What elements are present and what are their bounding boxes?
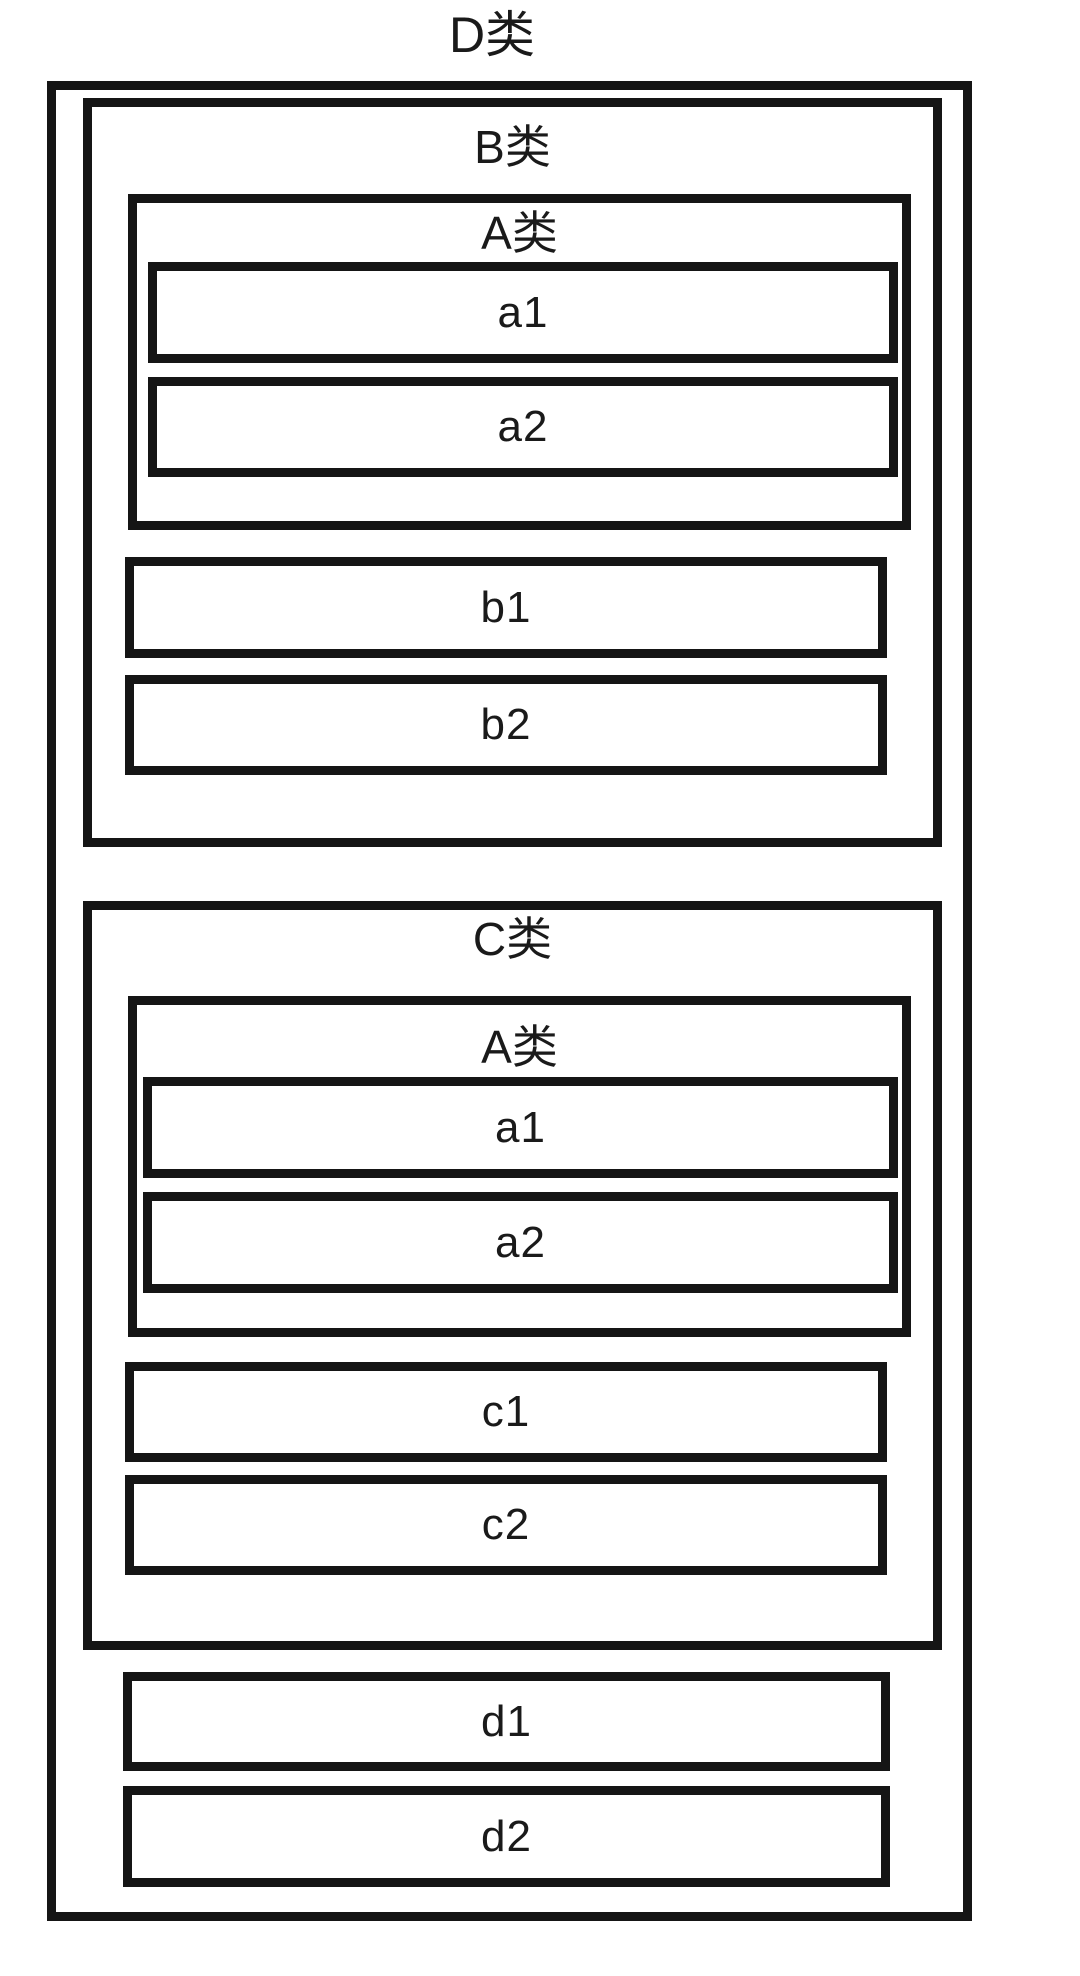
item-c1-box: c1: [125, 1362, 887, 1462]
class-d-title: D类: [448, 7, 536, 63]
class-a-label-in-c: A类: [481, 1021, 558, 1073]
class-a-box-in-b: [128, 194, 911, 530]
item-a1-box-in-b: a1: [148, 262, 898, 363]
item-a2-box-in-c: a2: [143, 1192, 898, 1293]
item-d2-box: d2: [123, 1786, 890, 1887]
class-b-label: B类: [474, 121, 551, 173]
item-b1-box: b1: [125, 557, 887, 658]
class-d-box: [47, 81, 972, 1921]
class-c-label: C类: [472, 913, 553, 965]
class-a-label-in-b: A类: [481, 207, 558, 259]
class-a-box-in-c: [128, 996, 911, 1337]
item-b2-box: b2: [125, 675, 887, 775]
item-c2-box: c2: [125, 1475, 887, 1575]
class-c-box: [83, 901, 942, 1650]
item-a2-box-in-b: a2: [148, 377, 898, 477]
class-b-box: [83, 98, 942, 847]
item-a1-box-in-c: a1: [143, 1077, 898, 1178]
item-d1-box: d1: [123, 1672, 890, 1771]
